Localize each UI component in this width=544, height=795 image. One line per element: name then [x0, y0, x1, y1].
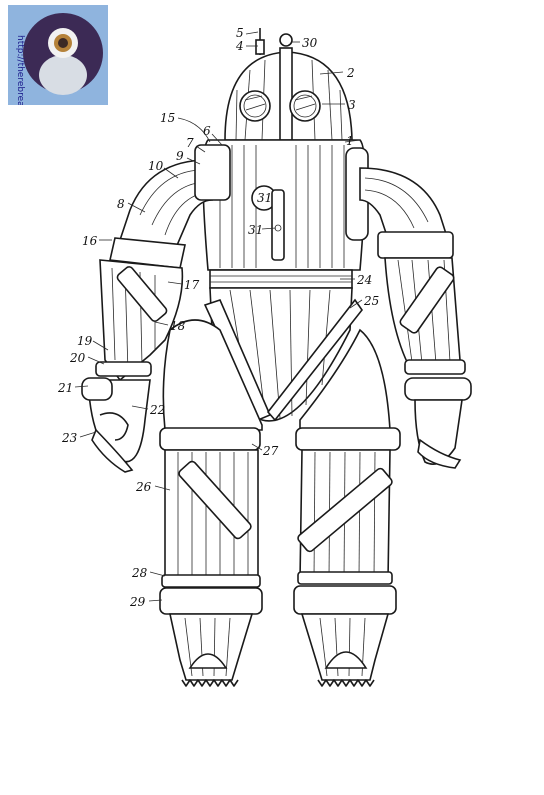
leader-lines	[74, 31, 363, 602]
callout-6: 6	[203, 124, 211, 138]
callout-21: 21	[57, 381, 73, 395]
diver-helmet-icon: http://therebreathersite.nl	[15, 13, 103, 105]
callout-3: 3	[348, 98, 356, 112]
callout-8: 8	[117, 197, 125, 211]
callout-29: 29	[129, 595, 146, 609]
callout-18: 18	[170, 319, 186, 333]
left-arm	[81, 144, 231, 473]
callout-25: 25	[363, 294, 379, 308]
callout-7: 7	[186, 136, 194, 150]
callout-2: 2	[346, 66, 355, 80]
logo-url-text: http://therebreathersite.nl	[15, 35, 25, 105]
callout-1: 1	[346, 134, 354, 148]
site-logo: http://therebreathersite.nl	[8, 5, 108, 105]
callout-19: 19	[77, 334, 93, 348]
callout-17: 17	[184, 278, 200, 292]
left-leg	[159, 319, 263, 687]
right-leg	[293, 328, 401, 687]
callout-numbers: 1 2 3 4 5 6 7 8 9 10 15 16 17 18 19 20 2…	[57, 26, 379, 609]
callout-31: 31	[248, 223, 263, 237]
callout-16: 16	[82, 234, 98, 248]
callout-4: 4	[235, 39, 244, 53]
callout-27: 27	[262, 444, 279, 458]
callout-10: 10	[148, 159, 164, 173]
callout-26: 26	[135, 480, 152, 494]
callout-30: 30	[302, 36, 318, 50]
callout-20: 20	[69, 351, 86, 365]
right-arm	[359, 167, 472, 469]
callout-28: 28	[131, 566, 148, 580]
callout-5: 5	[236, 26, 244, 40]
badge-31: 31	[257, 191, 272, 205]
callout-23: 23	[61, 431, 78, 445]
callout-15: 15	[160, 111, 175, 125]
callout-9: 9	[176, 149, 184, 163]
helmet	[224, 28, 353, 141]
callout-24: 24	[356, 273, 372, 287]
callout-22: 22	[149, 403, 165, 417]
